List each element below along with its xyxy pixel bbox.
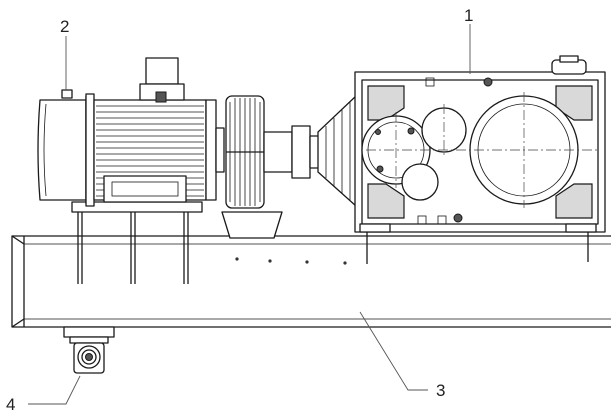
callout-1-gearbox: 1: [464, 6, 473, 25]
callout-4-pivot: 4: [6, 395, 15, 414]
callout-2-motor: 2: [60, 17, 69, 36]
callout-3-base-frame: 3: [436, 381, 445, 400]
callout-leaders: [28, 24, 471, 405]
coupling: [221, 95, 323, 239]
gearbox: [317, 55, 606, 264]
base-frame: [11, 235, 611, 328]
electric-motor: [37, 57, 225, 284]
pivot-mount: [63, 326, 115, 374]
